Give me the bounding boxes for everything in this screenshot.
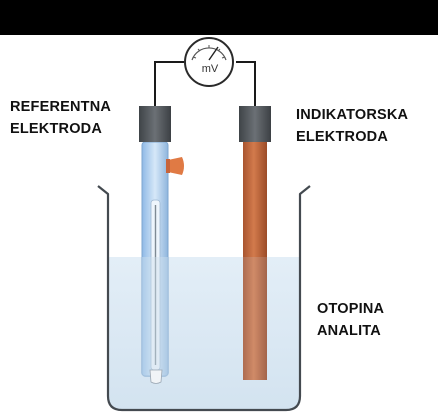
reference-electrode-cap — [139, 106, 171, 142]
indicator-electrode-label: INDIKATORSKA ELEKTRODA — [296, 104, 408, 148]
voltmeter-icon — [184, 37, 234, 87]
wire-right — [236, 61, 256, 106]
indicator-label-line-1: INDIKATORSKA — [296, 107, 409, 123]
salt-bridge-plug — [168, 157, 184, 175]
reference-label-line-1: REFERENTNA — [10, 99, 112, 115]
analyte-solution — [108, 257, 300, 410]
meter-unit-label: mV — [201, 63, 219, 75]
reference-label-line-2: ELEKTRODA — [10, 121, 103, 137]
beaker — [97, 185, 311, 412]
reference-electrode-label: REFERENTNA ELEKTRODA — [10, 96, 111, 140]
indicator-label-line-2: ELEKTRODA — [296, 129, 389, 145]
analyte-solution-label: OTOPINA ANALITA — [317, 298, 384, 342]
solution-label-line-1: OTOPINA — [317, 301, 385, 317]
wire-left — [154, 61, 184, 106]
reference-electrode-tip — [149, 369, 163, 384]
indicator-electrode-cap — [239, 106, 271, 142]
solution-label-line-2: ANALITA — [317, 323, 381, 339]
indicator-electrode-rod — [243, 142, 267, 380]
